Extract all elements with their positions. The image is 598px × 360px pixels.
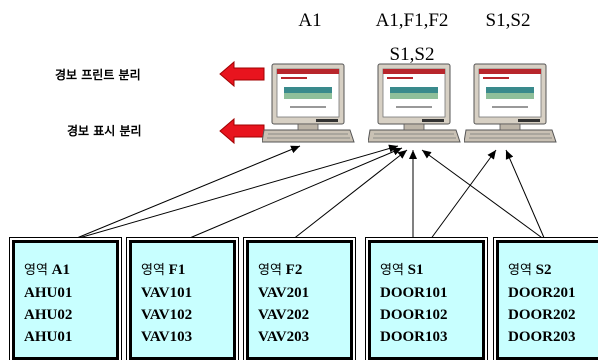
arrow-a1-to-ws2 [71,144,399,241]
arrow-s2-to-ws2 [421,149,546,241]
zone-title: 영역 A1 [24,262,71,278]
workstation-1-computer-icon [262,63,355,143]
workstation-2-label: A1,F1,F2 [375,10,449,31]
arrow-s2-to-ws3 [505,149,546,241]
zone-item: DOOR202 [508,307,576,323]
zone-box-f2: 영역 F2 VAV201 VAV202 VAV203 [246,240,353,360]
zone-item: VAV201 [258,285,310,301]
alarm-display-label: 경보 표시 분리 [67,124,142,138]
arrow-f1-to-ws2 [184,147,403,241]
zone-box-a1: 영역 A1 AHU01 AHU02 AHU01 [12,240,119,360]
workstation-3-label: S1,S2 [485,10,531,31]
zone-item: VAV103 [141,329,193,345]
zone-title: 영역 F1 [141,262,186,278]
zone-box-s1: 영역 S1 DOOR101 DOOR102 DOOR103 [368,240,485,360]
alarm-print-label: 경보 프린트 분리 [55,68,141,82]
zone-title: 영역 S1 [380,262,424,278]
workstation-2-label-line2: S1,S2 [389,44,435,65]
alarm-print-arrow-icon [219,60,265,88]
arrow-f2-to-ws2 [291,149,408,241]
workstation-2-computer-icon [368,63,461,143]
arrow-s1-to-ws3 [429,149,497,241]
zone-item: VAV102 [141,307,193,323]
zone-item: AHU01 [24,329,73,345]
zone-item: VAV202 [258,307,310,323]
zone-item: VAV203 [258,329,310,345]
zone-item: AHU02 [24,307,73,323]
connection-arrows [71,144,546,241]
zone-box-f1: 영역 F1 VAV101 VAV102 VAV103 [129,240,236,360]
zone-title: 영역 F2 [258,262,303,278]
zone-item: DOOR101 [380,285,448,301]
arrow-a1-to-ws1 [71,145,301,241]
zone-item: DOOR203 [508,329,576,345]
zone-item: DOOR103 [380,329,448,345]
workstation-1-label: A1 [298,10,322,31]
zone-box-s2: 영역 S2 DOOR201 DOOR202 DOOR203 [496,240,598,360]
zone-item: AHU01 [24,285,73,301]
zone-item: VAV101 [141,285,193,301]
zone-item: DOOR102 [380,307,448,323]
zone-item: DOOR201 [508,285,576,301]
zone-title: 영역 S2 [508,262,552,278]
workstation-3-computer-icon [464,63,557,143]
